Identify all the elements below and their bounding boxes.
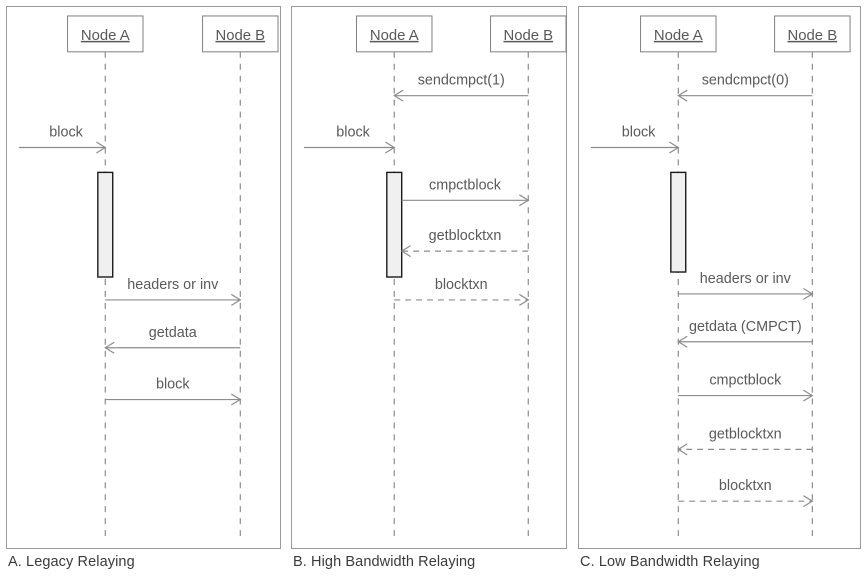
arrow-head-icon bbox=[803, 389, 814, 402]
message-label-blocktxn: blocktxn bbox=[435, 277, 488, 293]
caption-panel-c: C. Low Bandwidth Relaying bbox=[580, 554, 760, 570]
arrow-head-icon bbox=[803, 287, 814, 300]
arrow-head-icon bbox=[803, 495, 814, 508]
message-label-getdata: getdata bbox=[149, 325, 198, 341]
message-label-block: block bbox=[156, 377, 190, 393]
arrow-head-icon bbox=[231, 393, 242, 406]
message-label-headers-or-inv: headers or inv bbox=[700, 271, 792, 287]
panel-legacy-relaying-canvas: Node A Node B block headers or inv getdata bl… bbox=[18, 15, 279, 537]
caption-panel-b: B. High Bandwidth Relaying bbox=[293, 554, 476, 570]
external-message-label: block bbox=[336, 124, 370, 140]
message-label-getblocktxn: getblocktxn bbox=[709, 426, 782, 442]
arrow-head-icon bbox=[519, 293, 530, 306]
message-label-sendcmpct-0-: sendcmpct(0) bbox=[702, 73, 789, 89]
arrow-head-icon bbox=[669, 141, 680, 154]
node-label-a: Node A bbox=[370, 28, 419, 44]
node-label-b: Node B bbox=[788, 28, 838, 44]
node-box-b bbox=[202, 15, 279, 53]
message-label-blocktxn: blocktxn bbox=[719, 478, 772, 494]
activation-bar bbox=[386, 171, 403, 278]
panel-low-bandwidth-relaying-canvas: Node A Node B block sendcmpct(0) headers or … bbox=[590, 15, 851, 537]
message-label-cmpctblock: cmpctblock bbox=[709, 373, 782, 389]
node-box-a bbox=[67, 15, 144, 53]
arrow-head-icon bbox=[393, 89, 404, 102]
arrow-head-icon bbox=[385, 141, 396, 154]
node-label-b: Node B bbox=[503, 28, 553, 44]
arrow-head-icon bbox=[519, 194, 530, 207]
activation-bar bbox=[97, 171, 114, 278]
activation-bar bbox=[670, 171, 687, 273]
panel-low-bandwidth-relaying: Node A Node B block sendcmpct(0) headers or … bbox=[578, 6, 861, 549]
message-label-headers-or-inv: headers or inv bbox=[127, 277, 219, 293]
arrow-head-icon bbox=[96, 141, 107, 154]
message-label-sendcmpct-1-: sendcmpct(1) bbox=[418, 73, 505, 89]
arrow-head-icon bbox=[677, 443, 688, 456]
external-message-label: block bbox=[49, 124, 83, 140]
message-label-getdata-cmpct-: getdata (CMPCT) bbox=[689, 319, 802, 335]
arrow-head-icon bbox=[104, 341, 115, 354]
arrow-head-icon bbox=[677, 89, 688, 102]
arrow-head-icon bbox=[231, 293, 242, 306]
caption-panel-a: A. Legacy Relaying bbox=[8, 554, 135, 570]
panel-high-bandwidth-relaying: Node A Node B block sendcmpct(1) cmpctblock g… bbox=[291, 6, 567, 549]
node-label-b: Node B bbox=[215, 28, 265, 44]
message-label-cmpctblock: cmpctblock bbox=[429, 177, 502, 193]
message-label-getblocktxn: getblocktxn bbox=[429, 228, 502, 244]
arrow-head-icon bbox=[400, 245, 411, 258]
node-label-a: Node A bbox=[654, 28, 703, 44]
panel-high-bandwidth-relaying-canvas: Node A Node B block sendcmpct(1) cmpctblock g… bbox=[303, 15, 567, 537]
panel-legacy-relaying: Node A Node B block headers or inv getdata bl… bbox=[6, 6, 281, 549]
node-label-a: Node A bbox=[81, 28, 130, 44]
arrow-head-icon bbox=[677, 335, 688, 348]
external-message-label: block bbox=[622, 125, 656, 141]
node-box-a bbox=[640, 15, 717, 53]
